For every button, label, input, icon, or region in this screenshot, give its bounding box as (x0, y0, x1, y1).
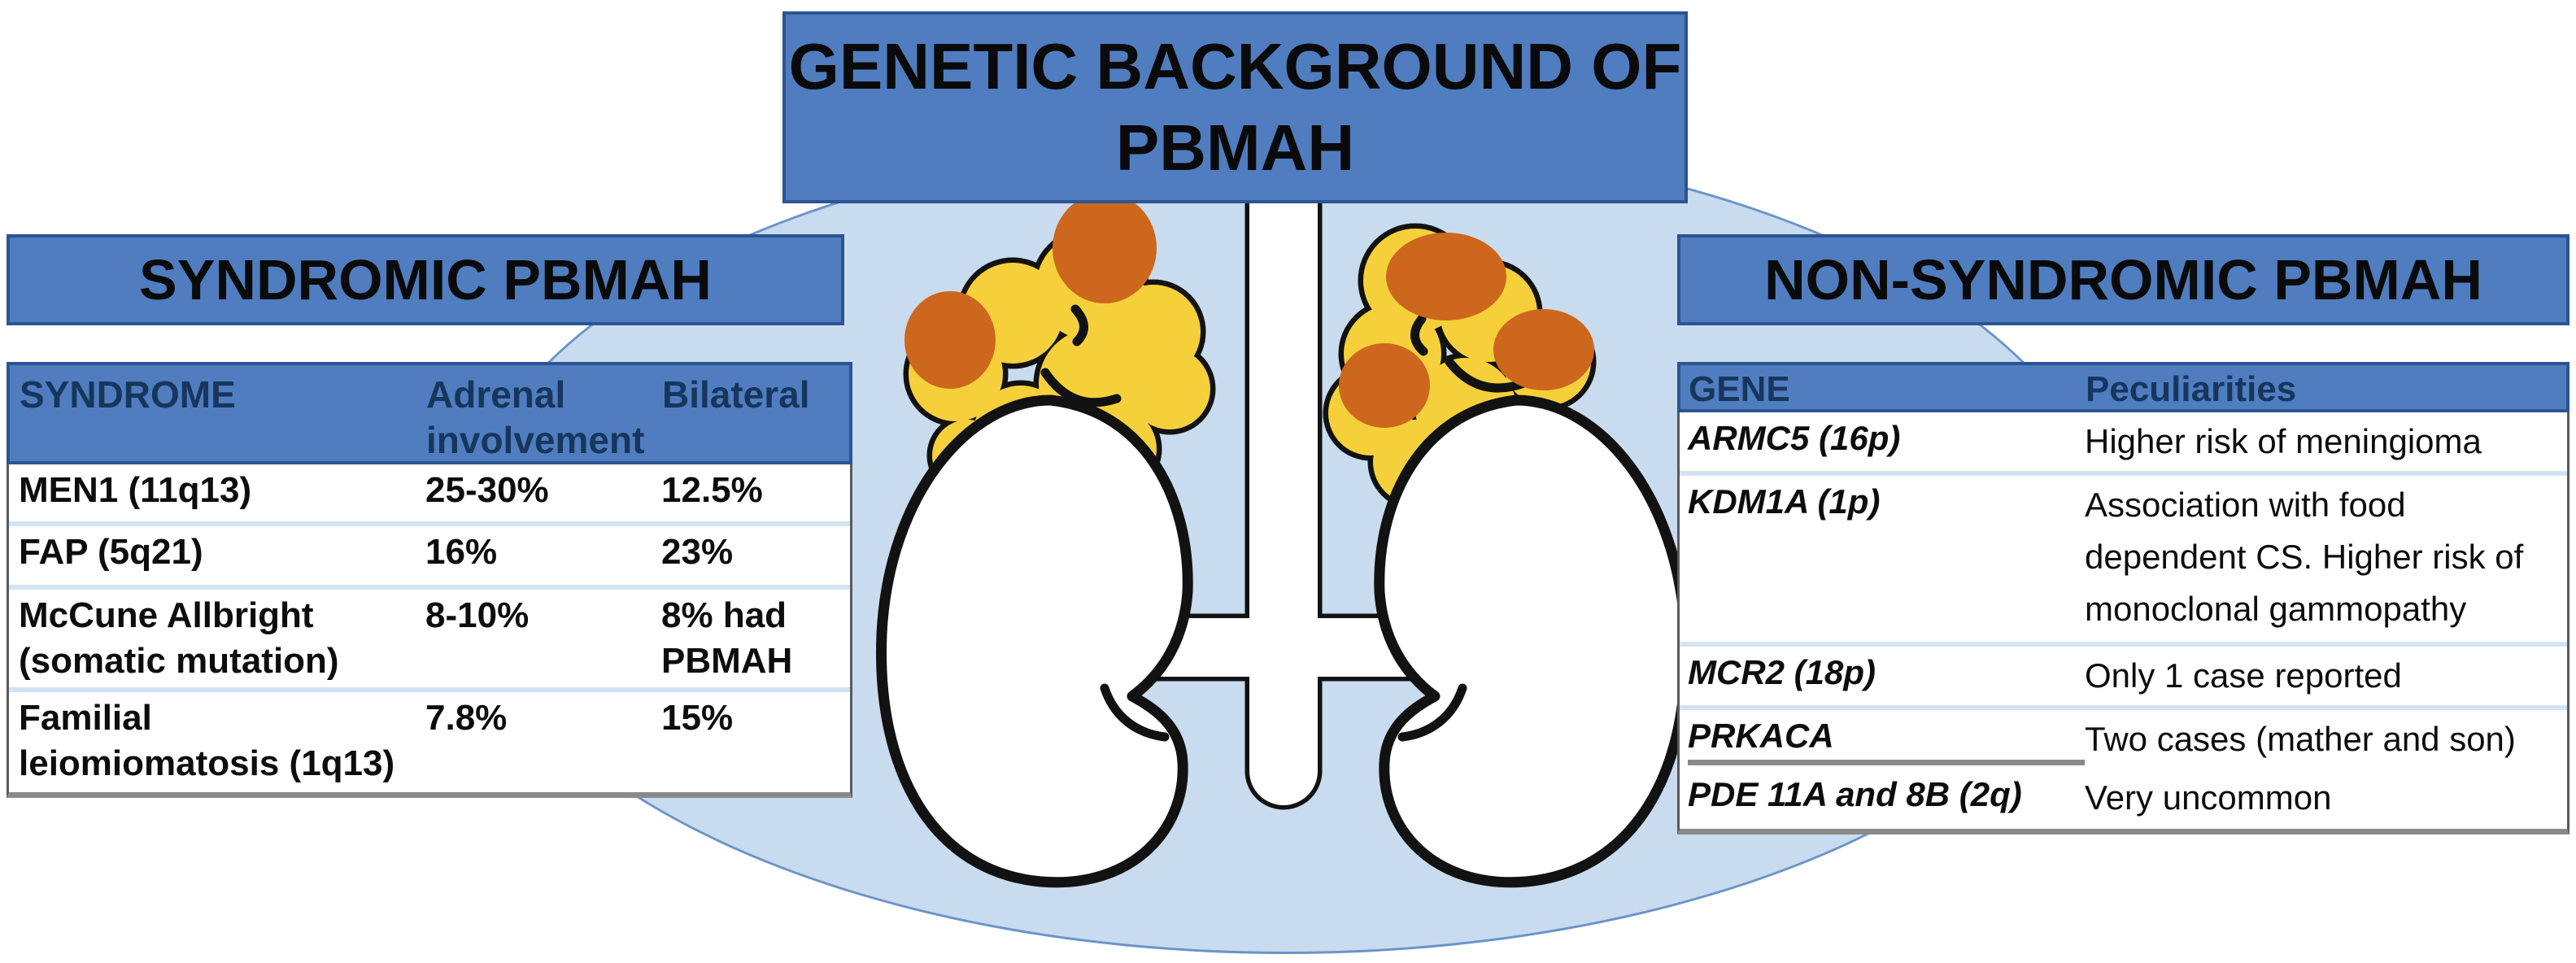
syndromic-table: SYNDROME Adrenal involvement Bilateral M… (7, 362, 852, 798)
gene-cell: MCR2 (18p) (1688, 653, 1876, 691)
gene-cell: PRKACA (1688, 713, 2085, 765)
renal-vessel (1397, 683, 1467, 742)
renal-vessel (1100, 683, 1170, 742)
peculiarities-cell: Very uncommon (2085, 778, 2332, 817)
table-row: ARMC5 (16p) Higher risk of meningioma (1680, 412, 2567, 476)
non-syndromic-table-header: GENE Peculiarities (1677, 362, 2569, 412)
peculiarities-cell: Two cases (mather and son) (2085, 720, 2516, 758)
syndromic-header-label: SYNDROMIC PBMAH (139, 248, 712, 312)
bilateral-cell: 8% had PBMAH (661, 595, 793, 681)
adrenal-cell: 7.8% (425, 698, 508, 738)
adrenal-crease (1070, 304, 1088, 346)
bilateral-cell: 23% (661, 532, 734, 572)
syndrome-cell: McCune Allbright (somatic mutation) (19, 595, 339, 681)
table-row: Familial leiomiomatosis (1q13) 7.8% 15% (9, 692, 850, 792)
gene-cell: ARMC5 (16p) (1688, 419, 1901, 457)
non-syndromic-header-box: NON-SYNDROMIC PBMAH (1677, 234, 2569, 325)
page-title-line1: GENETIC BACKGROUND OF (788, 30, 1682, 102)
column-header-gene: GENE (1689, 369, 1790, 409)
adrenal-nodule (1339, 343, 1430, 428)
adrenal-cell: 16% (425, 532, 498, 572)
bilateral-cell: 12.5% (661, 470, 763, 510)
kidneys-adrenals-illustration (876, 151, 1724, 911)
peculiarities-cell: Association with food dependent CS. High… (2085, 486, 2524, 628)
gene-cell: PDE 11A and 8B (2q) (1688, 775, 2022, 813)
adrenal-nodule (904, 291, 996, 389)
table-row: MEN1 (11q13) 25-30% 12.5% (9, 464, 850, 526)
table-row: PRKACA Two cases (mather and son) (1680, 710, 2567, 769)
gene-cell: KDM1A (1p) (1688, 482, 1881, 521)
right-kidney (1380, 400, 1686, 882)
column-header-syndrome: SYNDROME (20, 373, 236, 416)
adrenal-cell: 25-30% (425, 470, 549, 510)
table-row: MCR2 (18p) Only 1 case reported (1680, 647, 2567, 710)
column-header-bilateral: Bilateral (662, 373, 810, 416)
table-row: PDE 11A and 8B (2q) Very uncommon (1680, 769, 2567, 829)
adrenal-nodule (1493, 309, 1594, 390)
syndrome-cell: MEN1 (11q13) (19, 470, 252, 510)
column-header-peculiarities: Peculiarities (2086, 369, 2297, 409)
non-syndromic-header-label: NON-SYNDROMIC PBMAH (1764, 248, 2482, 312)
adrenal-crease (1445, 357, 1529, 393)
bilateral-cell: 15% (661, 698, 734, 738)
syndromic-table-header: SYNDROME Adrenal involvement Bilateral (7, 362, 852, 464)
table-row: McCune Allbright (somatic mutation) 8-10… (9, 590, 850, 692)
syndrome-cell: FAP (5q21) (19, 532, 203, 572)
table-row: KDM1A (1p) Association with food depende… (1680, 476, 2567, 647)
syndromic-table-body: MEN1 (11q13) 25-30% 12.5% FAP (5q21) 16%… (7, 464, 852, 798)
peculiarities-cell: Only 1 case reported (2085, 656, 2402, 695)
adrenal-crease (1410, 314, 1428, 356)
non-syndromic-table-body: ARMC5 (16p) Higher risk of meningioma KD… (1677, 412, 2569, 834)
table-row: FAP (5q21) 16% 23% (9, 526, 850, 590)
adrenal-nodule (1386, 233, 1506, 320)
syndromic-header-box: SYNDROMIC PBMAH (7, 234, 844, 325)
syndrome-cell: Familial leiomiomatosis (1q13) (19, 698, 395, 783)
left-kidney (876, 394, 1193, 888)
peculiarities-cell: Higher risk of meningioma (2085, 422, 2482, 460)
adrenal-nodules (904, 193, 1594, 428)
page-title-line2: PBMAH (1115, 111, 1355, 184)
non-syndromic-table: GENE Peculiarities ARMC5 (16p) Higher ri… (1677, 362, 2569, 834)
adrenal-cell: 8-10% (425, 595, 530, 635)
adrenal-crease (1040, 368, 1122, 407)
kidneys (876, 394, 1686, 888)
title-box: GENETIC BACKGROUND OF PBMAH (782, 11, 1688, 203)
adrenal-nodule (1053, 193, 1157, 303)
column-header-adrenal-involvement: Adrenal involvement (426, 373, 645, 461)
